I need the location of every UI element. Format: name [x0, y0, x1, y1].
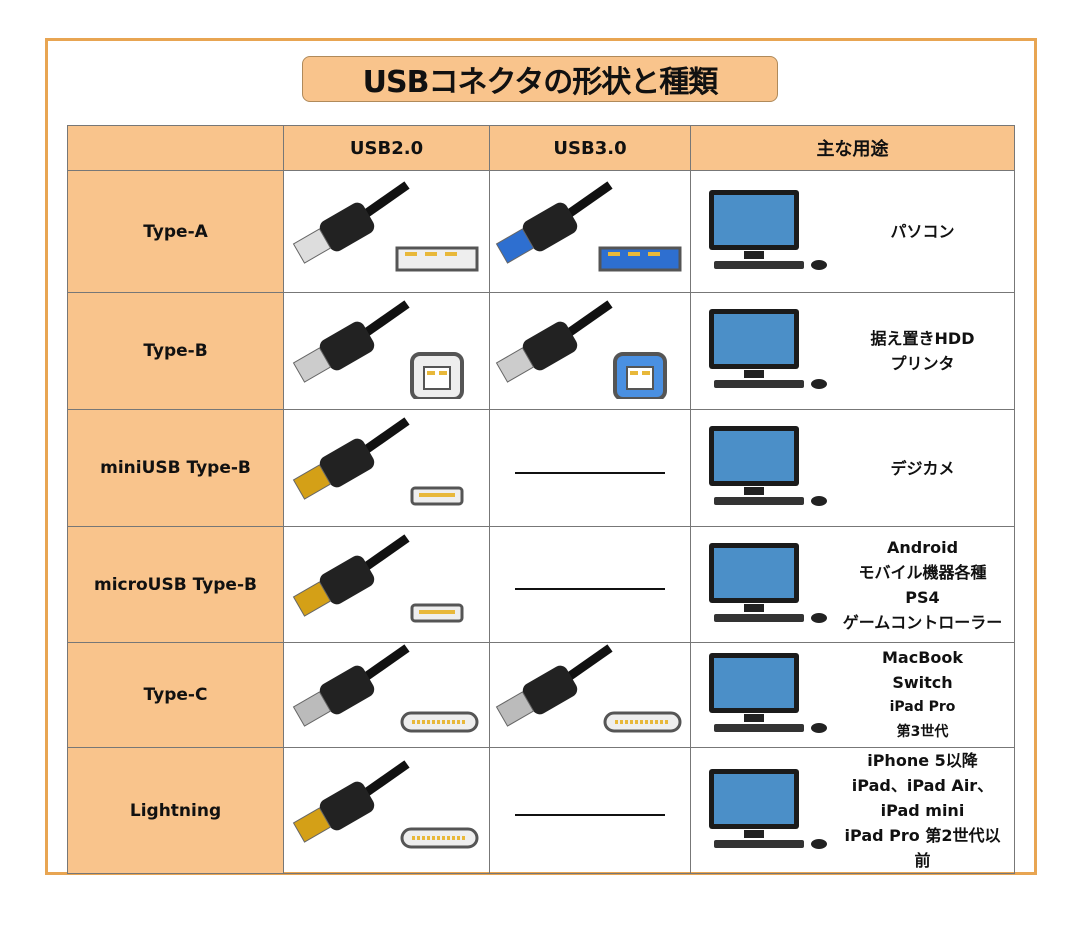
usb2-cell: [283, 747, 490, 874]
desktop-pc-icon: [709, 189, 827, 270]
type-c-plug-image: [292, 644, 478, 733]
lightning-plug-image: [292, 759, 478, 848]
use-item: パソコン: [890, 222, 955, 241]
usb2-cell: [283, 292, 490, 410]
usb3-cell: [489, 292, 691, 410]
usb2-cell: [283, 409, 490, 527]
page-title: USBコネクタの形状と種類: [302, 56, 778, 102]
not-available-line: [515, 588, 665, 590]
usb2-cell: [283, 526, 490, 643]
table-row: miniUSB Type-B デジカメ: [67, 409, 1015, 527]
macbook-ipad-icon: [709, 653, 827, 733]
usb3-cell: [489, 409, 691, 527]
connector-type-label: microUSB Type-B: [67, 526, 284, 643]
header-usb3: USB3.0: [489, 125, 691, 171]
connector-type-label: Type-A: [67, 170, 284, 293]
uses-cell: デジカメ: [690, 409, 1015, 527]
camera-icon: [709, 426, 827, 506]
table-row: Lightning iPhone 5以降 iPad、iPad Air、iPad m…: [67, 747, 1015, 874]
use-item: モバイル機器各種: [858, 562, 987, 582]
use-item: Android: [886, 537, 959, 557]
hdd-printer-icon: [709, 309, 827, 389]
usb3-cell: [489, 642, 691, 748]
uses-cell: iPhone 5以降 iPad、iPad Air、iPad mini iPad Pr…: [690, 747, 1015, 874]
use-item: 第3世代: [896, 724, 949, 740]
type-a-plug-blue-image: [495, 180, 682, 271]
usb3-cell: [489, 170, 691, 293]
table-row: Type-A パソコン: [67, 170, 1015, 293]
header-uses: 主な用途: [690, 125, 1015, 171]
usb2-cell: [283, 642, 490, 748]
type-b-plug-image: [292, 300, 464, 401]
use-item: iPad Pro 第2世代以前: [844, 826, 1001, 870]
use-item: PS4: [905, 587, 940, 607]
iphone-ipad-icon: [709, 768, 827, 849]
type-a-plug-image: [292, 180, 478, 271]
usb3-cell: [489, 747, 691, 874]
table-header-row: USB2.0 USB3.0 主な用途: [67, 125, 1015, 171]
connector-type-label: miniUSB Type-B: [67, 409, 284, 527]
not-available-line: [515, 471, 665, 474]
use-item: プリンタ: [890, 354, 955, 373]
uses-cell: Android モバイル機器各種 PS4 ゲームコントローラー: [690, 526, 1015, 643]
use-item: デジカメ: [890, 458, 955, 478]
type-c-plug-image: [495, 644, 682, 733]
type-b-plug-blue-image: [495, 300, 667, 401]
uses-cell: パソコン: [690, 170, 1015, 293]
micro-b-plug-image: [292, 533, 463, 622]
use-item: MacBook: [881, 648, 964, 667]
connector-type-label: Type-B: [67, 292, 284, 410]
header-blank: [67, 125, 284, 171]
usb2-cell: [283, 170, 490, 293]
table-row: Type-B 据え置きHDD プリンタ: [67, 292, 1015, 410]
uses-cell: 据え置きHDD プリンタ: [690, 292, 1015, 410]
table-row: microUSB Type-B Android モバイル機器各種 PS4 ゲームコント…: [67, 526, 1015, 643]
ps4-android-icon: [709, 542, 827, 623]
use-item: iPad Pro: [889, 699, 956, 715]
usb3-cell: [489, 526, 691, 643]
mini-b-plug-image: [292, 417, 463, 506]
use-item: iPad、iPad Air、iPad mini: [851, 776, 994, 820]
header-usb2: USB2.0: [283, 125, 490, 171]
use-item: iPhone 5以降: [867, 751, 978, 770]
not-available-line: [515, 814, 665, 816]
connector-type-label: Lightning: [67, 747, 284, 874]
use-item: ゲームコントローラー: [842, 612, 1003, 632]
use-item: 据え置きHDD: [870, 329, 975, 348]
connector-type-label: Type-C: [67, 642, 284, 748]
use-item: Switch: [892, 673, 953, 692]
